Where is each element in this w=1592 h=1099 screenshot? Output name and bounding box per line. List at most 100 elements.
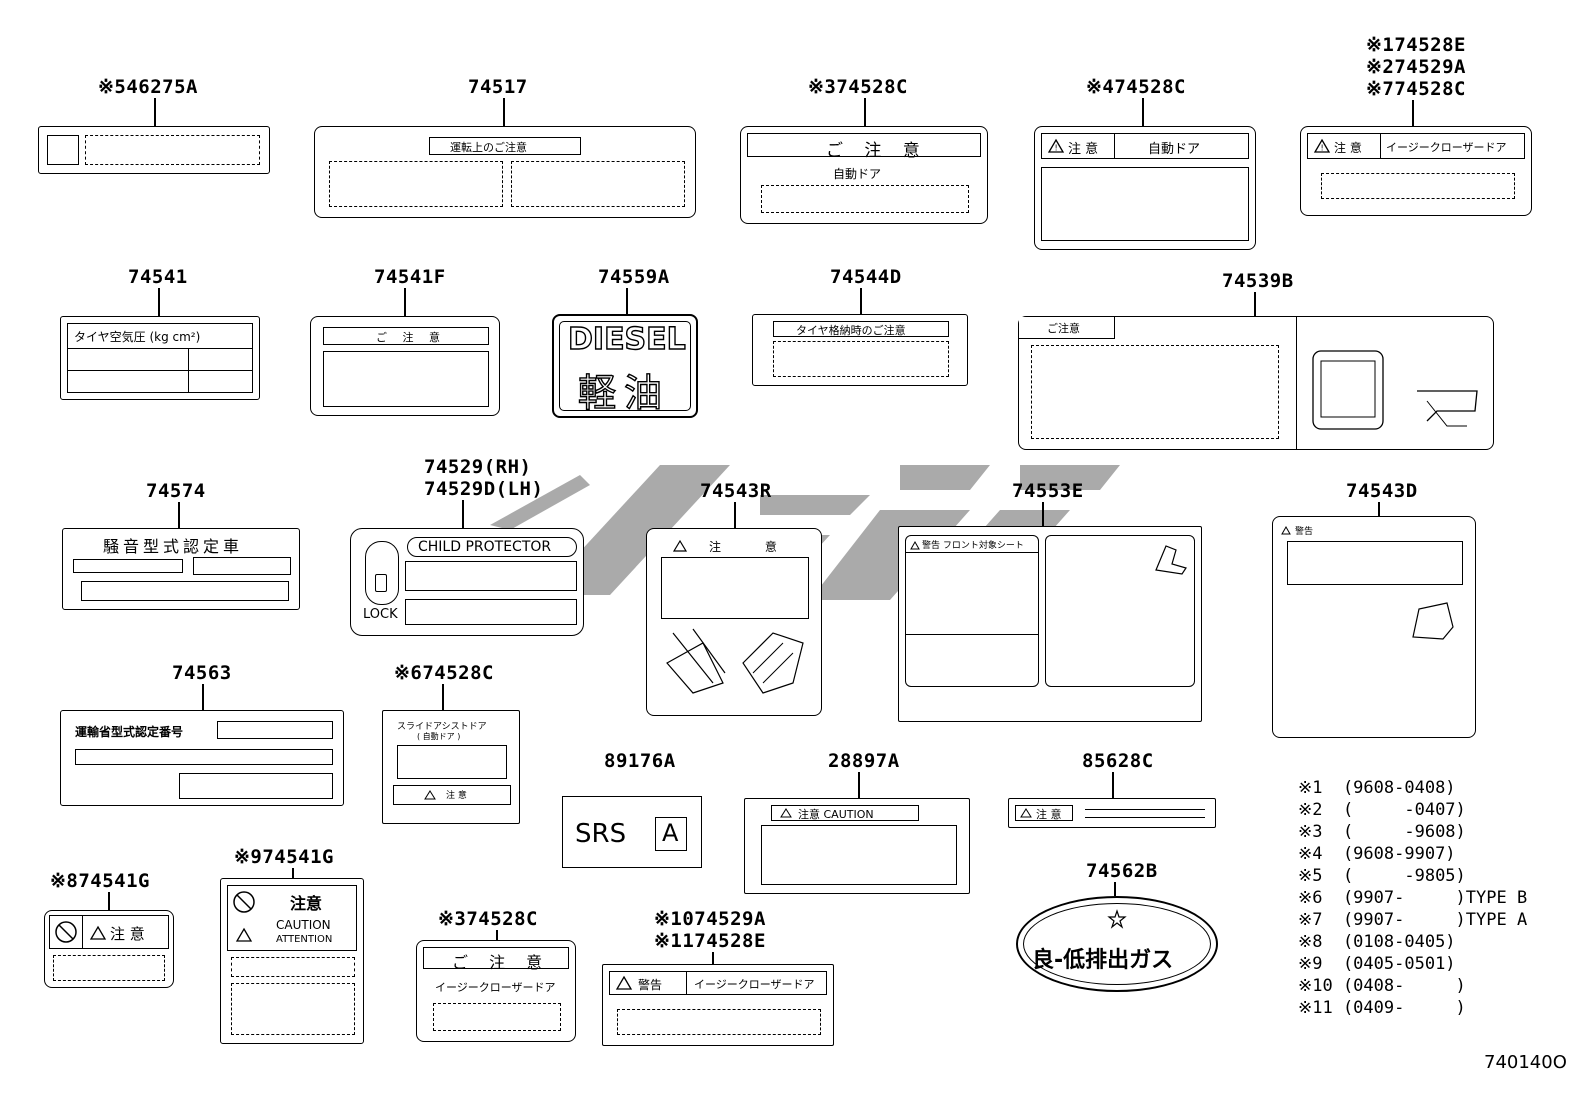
label-number-boxes xyxy=(217,721,333,739)
part-number: 74543D xyxy=(1346,480,1418,502)
warning-triangle-icon: ! xyxy=(1047,138,1065,153)
part-number: 74544D xyxy=(830,266,902,288)
label-field xyxy=(761,185,969,213)
divider xyxy=(1296,317,1298,449)
part-number: ※474528C xyxy=(1086,76,1186,98)
label-title: タイヤ空気圧 (kg cm²) xyxy=(74,330,201,344)
leader-line xyxy=(292,868,294,878)
label-field xyxy=(329,161,503,207)
no-smoking-icon xyxy=(233,891,255,913)
label-374528c-top: ご 注 意 自動ドア xyxy=(740,126,988,224)
part-number: 74559A xyxy=(598,266,670,288)
label-field xyxy=(773,341,949,377)
label-field xyxy=(85,135,260,165)
warning-triangle-icon xyxy=(780,808,792,818)
part-number: 28897A xyxy=(828,750,900,772)
label-header: ご注意 xyxy=(1019,317,1115,339)
label-74574: 騒音型式認定車 xyxy=(62,528,300,610)
part-number: 74541 xyxy=(128,266,188,288)
emission-text: 良-低排出ガス xyxy=(1032,948,1174,973)
label-374528c-bot: ご 注 意 イージークローザードア xyxy=(416,940,576,1042)
note-line: ※10 (0408- ) xyxy=(1298,976,1466,996)
label-title: イージークローザードア xyxy=(694,978,815,991)
label-title: 注 意 xyxy=(1068,142,1099,157)
label-title-box: ご 注 意 xyxy=(323,327,489,345)
leader-line xyxy=(860,288,862,314)
part-number: 74529D(LH) xyxy=(424,478,544,500)
srs-a-box: A xyxy=(655,817,687,851)
seat-illustration-icon xyxy=(1312,350,1478,430)
label-field xyxy=(323,351,489,407)
part-number: 74543R xyxy=(700,480,772,502)
label-subtitle: 自動ドア xyxy=(833,167,882,181)
label-inner: 良-低排出ガス xyxy=(1023,903,1211,985)
part-number: 74574 xyxy=(146,480,206,502)
label-field xyxy=(1031,345,1279,439)
note-line: ※6 (9907- )TYPE B xyxy=(1298,888,1528,908)
part-number: ※674528C xyxy=(394,662,494,684)
label-header: 警告 イージークローザードア xyxy=(609,971,827,995)
note-line: ※8 (0108-0405) xyxy=(1298,932,1456,952)
label-subtitle: イージークローザードア xyxy=(435,981,556,994)
part-number: 74563 xyxy=(172,662,232,684)
label-title: 運転上のご注意 xyxy=(450,141,527,154)
label-74541: タイヤ空気圧 (kg cm²) xyxy=(60,316,260,400)
label-title: 警告 xyxy=(1295,527,1314,537)
label-title-box: タイヤ格納時のご注意 xyxy=(773,321,949,337)
label-field xyxy=(617,1009,821,1035)
leader-line xyxy=(712,952,714,964)
label-74553e: 警告 フロント対象シート xyxy=(898,526,1202,722)
warning-triangle-icon xyxy=(89,925,107,940)
warning-triangle-icon xyxy=(424,790,436,800)
note-line: ※4 (9608-9907) xyxy=(1298,844,1456,864)
svg-text:!: ! xyxy=(1055,144,1058,153)
label-title: イージークローザードア xyxy=(1386,141,1507,154)
note-line: ※2 ( -0407) xyxy=(1298,800,1466,820)
label-field xyxy=(761,825,957,885)
leader-line xyxy=(503,98,505,126)
part-number: ※1174528E xyxy=(654,930,766,952)
keiyu-text: 軽油 xyxy=(577,370,671,415)
part-number: ※174528E xyxy=(1366,34,1466,56)
part-number: 85628C xyxy=(1082,750,1154,772)
label-74517: 運転上のご注意 xyxy=(314,126,696,218)
label-74541f: ご 注 意 xyxy=(310,316,500,416)
label-74544d: タイヤ格納時のご注意 xyxy=(752,314,968,386)
leader-line xyxy=(1112,772,1114,798)
divider xyxy=(1380,133,1382,159)
label-title: 注 意 xyxy=(1334,141,1362,155)
warning-triangle-icon xyxy=(672,539,688,552)
note-line: ※1 (9608-0408) xyxy=(1298,778,1456,798)
label-field xyxy=(433,1003,561,1031)
label-28897a: 注意 CAUTION xyxy=(744,798,970,894)
part-number: 74553E xyxy=(1012,480,1084,502)
label-474528c: ! 注 意 自動ドア xyxy=(1034,126,1256,250)
label-title-box: ご 注 意 xyxy=(423,947,569,972)
label-field xyxy=(75,749,333,765)
part-number: 74562B xyxy=(1086,860,1158,882)
label-title: 注意 CAUTION xyxy=(798,808,874,821)
leader-line xyxy=(1378,502,1380,516)
label-field xyxy=(397,745,507,779)
figure-code: 740140O xyxy=(1484,1052,1567,1073)
part-number: 74539B xyxy=(1222,270,1294,292)
leader-line xyxy=(108,892,110,910)
label-header: ! 注 意 自動ドア xyxy=(1041,133,1249,159)
label-field xyxy=(405,561,577,591)
leader-line xyxy=(462,500,464,528)
part-number: ※774528C xyxy=(1366,78,1466,100)
label-panel-left: 警告 フロント対象シート xyxy=(905,535,1039,687)
label-85628c: 注 意 xyxy=(1008,798,1216,828)
label-89176a-srs: SRS A xyxy=(562,796,702,868)
srs-text: SRS xyxy=(575,819,627,849)
part-number: 74517 xyxy=(468,76,528,98)
label-field xyxy=(231,983,355,1035)
note-line: ※9 (0405-0501) xyxy=(1298,954,1456,974)
leader-line xyxy=(154,98,156,126)
label-header: 注 意 xyxy=(661,537,809,555)
label-field xyxy=(179,773,333,799)
label-1074529a: 警告 イージークローザードア xyxy=(602,964,834,1046)
label-title: 注 意 xyxy=(709,540,797,554)
warning-triangle-icon xyxy=(910,540,920,550)
label-title: 運輸省型式認定番号 xyxy=(75,725,184,739)
